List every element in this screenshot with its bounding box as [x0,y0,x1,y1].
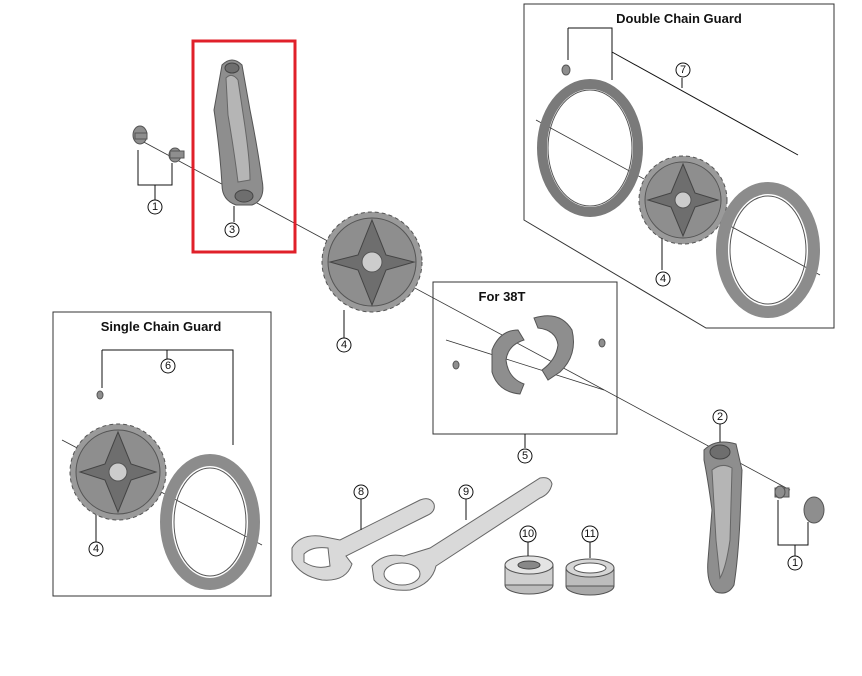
lockring-tool[interactable] [371,477,553,591]
for-38t-title: For 38T [479,289,526,304]
fixing-bolt-right[interactable] [774,485,825,524]
svg-text:7: 7 [680,64,686,76]
callout-2: 2 [712,409,728,425]
callout-leader-7 [567,27,799,156]
highlight-box-part-3 [191,39,297,254]
callout-5: 5 [517,448,533,464]
callout-leader-1-right [777,500,809,556]
guard-bolt-single[interactable] [96,390,104,400]
svg-text:5: 5 [522,450,528,462]
single-chain-guard-panel [52,311,272,597]
callout-4-center: 4 [336,337,352,353]
for-38t-panel [432,281,618,435]
single-chain-guard-title: Single Chain Guard [101,319,222,334]
svg-text:6: 6 [165,360,171,372]
chain-guard-single[interactable] [160,454,260,590]
callout-9: 9 [458,484,474,500]
callout-6: 6 [160,358,176,374]
svg-text:2: 2 [717,411,723,423]
bb-adapter-tool[interactable] [504,555,554,595]
callout-7: 7 [675,62,691,78]
svg-text:10: 10 [522,528,534,540]
svg-text:3: 3 [229,224,235,236]
callout-3: 3 [224,222,240,238]
svg-text:9: 9 [463,486,469,498]
callout-1-left: 1 [147,199,163,215]
chainring-single[interactable] [69,423,167,521]
for-38t-axis [445,339,605,391]
callout-10: 10 [519,525,537,543]
svg-text:1: 1 [792,557,798,569]
chain-guard-outer-double[interactable] [716,182,820,318]
chainring-double[interactable] [638,155,728,245]
callout-1-right: 1 [787,555,803,571]
callout-4-double: 4 [655,271,671,287]
guard-plate-38t[interactable] [491,315,574,395]
svg-text:4: 4 [93,543,99,555]
left-crank-arm[interactable] [213,59,264,206]
callout-8: 8 [353,484,369,500]
callout-11: 11 [581,525,599,543]
svg-text:4: 4 [660,273,666,285]
chainring-center[interactable] [321,211,423,313]
bb-spanner-wrench-tool[interactable] [291,498,435,581]
fixing-bolt-left[interactable] [132,125,185,163]
svg-text:4: 4 [341,339,347,351]
svg-text:11: 11 [584,528,595,540]
chain-guard-plate-double[interactable] [537,79,643,217]
svg-text:1: 1 [152,201,158,213]
double-chain-guard-panel [523,3,835,329]
guard-bolt-38t[interactable] [452,338,606,370]
callout-4-single: 4 [88,541,104,557]
svg-text:8: 8 [358,486,364,498]
callout-leader-1-left [137,150,173,200]
right-crank-arm[interactable] [703,441,743,594]
bb-lockring-part[interactable] [565,558,615,596]
guard-bolt-double[interactable] [561,64,571,76]
double-chain-guard-title: Double Chain Guard [616,11,742,26]
